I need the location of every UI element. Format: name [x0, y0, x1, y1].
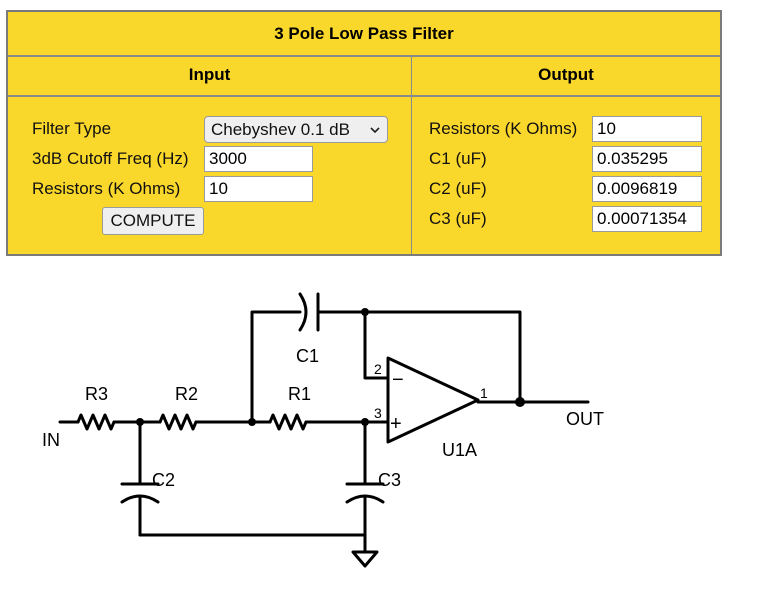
r1-label: R1 — [288, 384, 311, 404]
pin3-label: 3 — [374, 405, 382, 421]
c2-label: C2 (uF) — [429, 179, 487, 198]
junction-r1-plus — [361, 418, 369, 426]
c1-plate-left — [298, 292, 308, 332]
c1-label-schematic: C1 — [296, 346, 319, 366]
minus-wire — [363, 310, 390, 380]
c2-field[interactable] — [592, 176, 702, 202]
c2-label-schematic: C2 — [152, 470, 175, 490]
input-panel: Filter Type Chebyshev 0.1 dB 3dB Cutoff … — [8, 97, 412, 254]
r2-resistor — [158, 413, 198, 431]
filter-schematic: R3 R2 R1 C1 C2 C3 IN OUT U1A 1 2 3 − + — [42, 292, 604, 568]
c1-label: C1 (uF) — [429, 149, 487, 168]
filter-calculator: 3 Pole Low Pass Filter Input Output Filt… — [6, 10, 722, 256]
minus-sign: − — [392, 369, 404, 391]
r3-label: R3 — [85, 384, 108, 404]
junction-feedback-minus — [361, 308, 369, 316]
junction-output — [515, 397, 525, 407]
pin1-label: 1 — [480, 385, 488, 401]
pin2-label: 2 — [374, 361, 382, 377]
output-panel: Resistors (K Ohms) C1 (uF) C2 (uF) C3 (u… — [412, 97, 720, 254]
u1a-label: U1A — [442, 440, 477, 460]
chevron-down-icon — [370, 126, 380, 133]
c3-label: C3 (uF) — [429, 209, 487, 228]
filter-type-value: Chebyshev 0.1 dB — [211, 119, 350, 139]
resistors-label: Resistors (K Ohms) — [32, 179, 181, 198]
junction-r3-r2 — [136, 418, 144, 426]
r2-label: R2 — [175, 384, 198, 404]
junction-r2-r1 — [248, 418, 256, 426]
compute-button[interactable]: COMPUTE — [102, 207, 204, 235]
out-label: OUT — [566, 409, 604, 429]
output-resistors-field[interactable] — [592, 116, 702, 142]
c3-label-schematic: C3 — [378, 470, 401, 490]
c1-feedback-left — [250, 310, 302, 424]
calculator-body: Filter Type Chebyshev 0.1 dB 3dB Cutoff … — [8, 97, 720, 254]
calculator-title: 3 Pole Low Pass Filter — [8, 12, 720, 57]
resistors-input[interactable] — [204, 176, 313, 202]
op-amp-body — [386, 356, 480, 444]
input-header: Input — [8, 55, 412, 95]
column-headers: Input Output — [8, 55, 720, 97]
r1-resistor — [268, 413, 308, 431]
c3-field[interactable] — [592, 206, 702, 232]
filter-type-label: Filter Type — [32, 119, 112, 138]
plus-sign: + — [390, 413, 402, 435]
r3-resistor — [76, 413, 116, 431]
in-label: IN — [42, 430, 60, 450]
cutoff-input[interactable] — [204, 146, 313, 172]
cutoff-label: 3dB Cutoff Freq (Hz) — [32, 149, 189, 168]
c1-field[interactable] — [592, 146, 702, 172]
ground-symbol — [351, 550, 379, 568]
c1-feedback-right — [316, 310, 522, 404]
output-header: Output — [538, 65, 594, 84]
filter-type-select[interactable]: Chebyshev 0.1 dB — [204, 116, 388, 143]
output-resistors-label: Resistors (K Ohms) — [429, 119, 578, 138]
